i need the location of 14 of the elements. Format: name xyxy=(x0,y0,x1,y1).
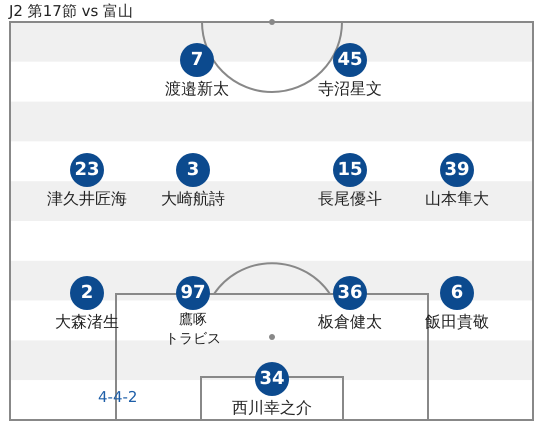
player-name: 寺沼星文 xyxy=(318,79,382,99)
player-name: 山本隼大 xyxy=(425,189,489,209)
player-name: 西川幸之介 xyxy=(232,398,312,418)
player-name: 大崎航詩 xyxy=(161,189,225,209)
player-name: 飯田貴敬 xyxy=(425,312,489,332)
formation-label: 4-4-2 xyxy=(98,388,138,406)
match-title: J2 第17節 vs 富山 xyxy=(9,2,134,21)
player-name: 長尾優斗 xyxy=(318,189,382,209)
player-name: 津久井匠海 xyxy=(47,189,127,209)
player-name: トラビス xyxy=(165,330,221,348)
player-name: 大森渚生 xyxy=(55,312,119,332)
player-name: 板倉健太 xyxy=(318,312,382,332)
player-name: 鷹啄 xyxy=(179,311,207,329)
player-name: 渡邉新太 xyxy=(165,79,229,99)
